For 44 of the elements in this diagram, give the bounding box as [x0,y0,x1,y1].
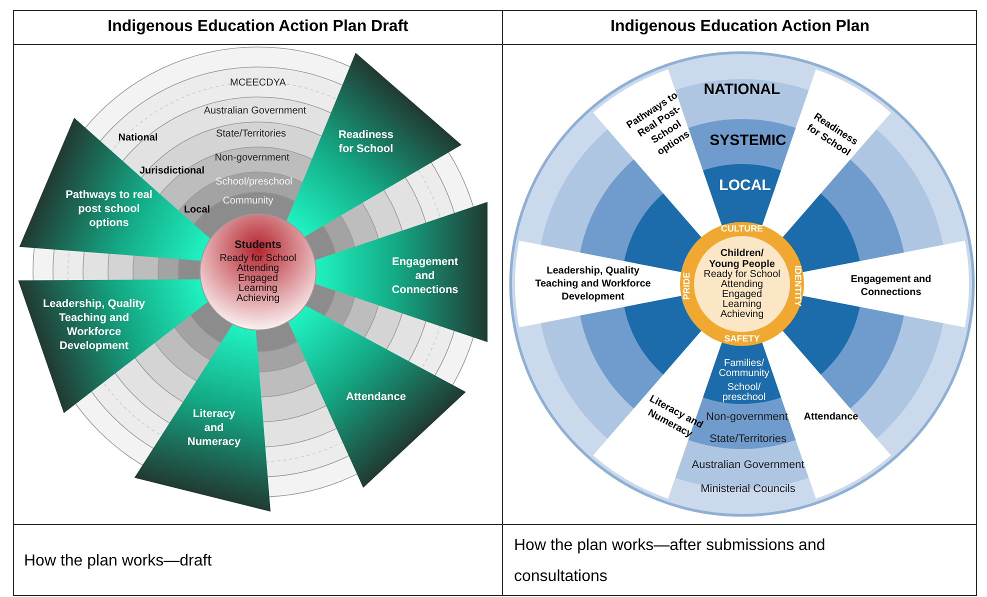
segment-label: Readiness for School [330,128,402,156]
level-label: National [118,132,158,146]
outcome-text: Attending [236,264,280,274]
ring-label: CULTURE [720,222,764,236]
ring-label: Non-government [706,410,788,425]
outcome-text: Achieving [236,294,280,304]
ring-label: Australian Government [692,458,804,473]
segment-label: Literacy and Numeracy [183,407,245,449]
circle-heading: Children/ Young People [709,248,775,270]
outcome-text: Engaged [238,274,278,284]
ring-label: MCEECDYA [230,76,286,90]
ring-label: Ministerial Councils [700,482,796,497]
ring-label: School/preschool [216,176,292,190]
level-label: Jurisdictional [140,164,204,178]
outcome-text: Learning [238,284,278,294]
circle-heading: Students [234,240,282,251]
segment-label: Attendance [791,410,871,424]
ring-label: IDENTITY [792,266,804,306]
caption-text: How the plan works—draft [24,552,212,572]
segment-label: Engagement and Connections [385,255,465,297]
ring-label: School/ preschool [721,383,767,403]
ring-label: Australian Government [204,104,306,118]
column-header: Indigenous Education Action Plan [610,17,870,37]
outcome-text: Attending [720,280,764,290]
ring-label: SYSTEMIC [710,130,786,151]
outcome-text: Learning [722,300,762,310]
segment-label: Pathways to real post school options [59,188,159,230]
ring-label: PRIDE [680,272,692,300]
caption-text: How the plan works—after submissions and consultations [514,536,826,587]
outcome-text: Ready for School [220,254,296,264]
outcome-text: Engaged [722,290,762,300]
outcome-text: Ready for School [704,270,780,280]
ring-label: Non-government [214,152,290,166]
ring-label: State/Territories [216,128,286,142]
segment-label: Attendance [331,390,421,404]
ring-label: NATIONAL [704,80,780,100]
ring-label: LOCAL [719,176,771,196]
ring-label: SAFETY [724,332,760,346]
outcome-text: Achieving [720,310,764,320]
ring-label: Families/ Community [718,359,770,379]
level-label: Local [184,204,210,218]
ring-label: Community [222,194,274,208]
column-header: Indigenous Education Action Plan Draft [108,17,408,37]
ring-label: State/Territories [709,432,787,447]
